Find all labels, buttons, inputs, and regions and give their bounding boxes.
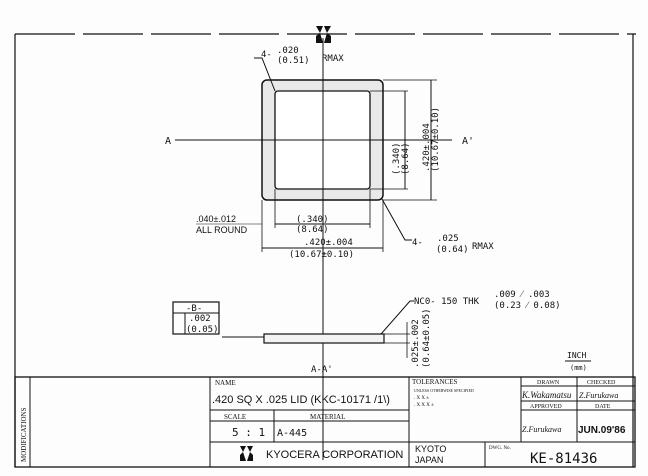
seal-width-value: .040±.012 [196, 214, 236, 224]
datum-inch: .002 [189, 314, 211, 324]
material-value: A-445 [277, 428, 307, 439]
name-label: NAME [215, 379, 236, 387]
outer-vertical-inch: .420±.004 [422, 123, 432, 172]
tolerances-label: TOLERANCES [412, 378, 457, 386]
inner-vertical-inch: (.340) [392, 142, 402, 175]
tolerance-xx: . X X ± [414, 396, 429, 401]
checked-label: CHECKED [587, 380, 616, 386]
corner-radius-top-mm: (0.51) [277, 56, 310, 66]
company-name: KYOCERA CORPORATION [266, 449, 403, 461]
corner-radius-top-suffix: RMAX [322, 54, 344, 64]
approved-label: APPROVED [530, 404, 562, 410]
thickness-inch: .025±.002 [411, 319, 421, 368]
kyocera-logo-small [240, 446, 253, 461]
outer-horizontal-inch: .420±.004 [304, 238, 353, 248]
approved-signature: Z.Furukawa [522, 425, 561, 434]
company-country: JAPAN [415, 455, 443, 465]
section-a-prime-label: A' [462, 136, 474, 147]
outer-vertical-mm: (10.67±0.10) [431, 107, 441, 172]
modifications-label: MODIFICATIONS [20, 407, 28, 462]
section-view-label: A-A' [311, 365, 333, 375]
seal-width-note: ALL ROUND [196, 225, 248, 235]
lid-top-view [175, 38, 452, 460]
corner-radius-bottom-suffix: RMAX [472, 242, 494, 252]
inner-horizontal-inch: (.340) [296, 215, 329, 225]
inner-vertical-mm: (8.64) [401, 142, 411, 175]
units-mm: (mm) [570, 364, 587, 372]
title-block [14, 376, 636, 468]
seal-note-inch: .009 ⁄ .003 [494, 290, 550, 300]
date-value: JUN.09'86 [578, 425, 626, 436]
scale-value: 5 : 1 [232, 426, 265, 439]
tolerance-xxx: . X X X ± [414, 403, 434, 408]
section-a-label: A [165, 136, 171, 147]
date-label: DATE [595, 404, 611, 410]
corner-radius-lead: 4- [261, 50, 272, 60]
datum-mm: (0.05) [186, 325, 219, 335]
kyocera-logo [316, 26, 331, 43]
lid-side-view [172, 300, 591, 362]
corner-radius-bottom-mm: (0.64) [436, 245, 469, 255]
drawn-label: DRAWN [537, 380, 560, 386]
outer-horizontal-mm: (10.67±0.10) [289, 250, 354, 260]
datum-label: -B- [186, 304, 202, 314]
tolerances-note: UNLESS OTHERWISE SPECIFIED [414, 388, 474, 393]
units-inch: INCH [567, 351, 586, 360]
inner-horizontal-mm: (8.64) [296, 225, 329, 235]
company-city: KYOTO [415, 444, 446, 454]
seal-note: NC0- 150 THK [414, 297, 480, 307]
drawing-number-label: DWG. No. [489, 446, 511, 451]
checked-signature: Z.Furukawa [579, 391, 618, 400]
drawn-signature: K.Wakamatsu [521, 390, 572, 400]
seal-note-mm: (0.23 ⁄ 0.08) [494, 301, 561, 311]
part-name: .420 SQ X .025 LID (KKC-10171 /1\) [212, 394, 390, 406]
scale-label: SCALE [224, 413, 246, 421]
corner-radius-bottom-inch: .025 [437, 234, 459, 244]
corner-radius-top-inch: .020 [277, 46, 299, 56]
thickness-mm: (0.64±0.05) [422, 308, 432, 368]
material-label: MATERIAL [310, 413, 345, 421]
corner-radius-bottom-lead: 4- [412, 238, 423, 248]
drawing-number: KE-81436 [530, 451, 597, 467]
